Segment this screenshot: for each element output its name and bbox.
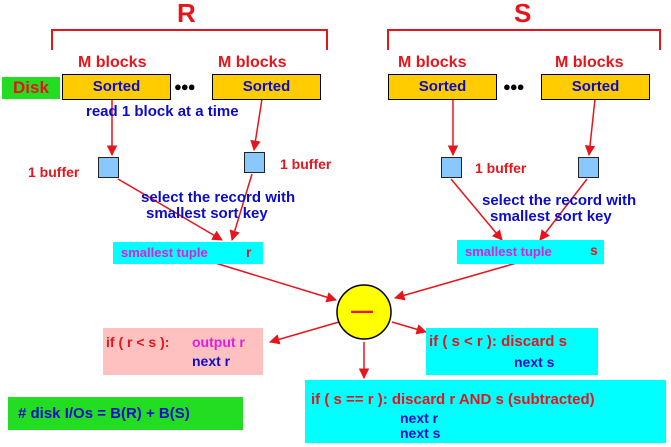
outcome-greater-box: if ( s < r ): discard s next s	[426, 328, 598, 375]
arrow-s-block2-buffer	[584, 98, 596, 157]
s-ellipsis: ●●●	[503, 79, 525, 94]
arrow-r-buf2-tuple	[229, 173, 253, 242]
outcome-less-box: if ( r < s ): output r next r	[103, 328, 263, 375]
s-var: s	[590, 242, 598, 258]
outcome-equal-next2: next s	[400, 425, 441, 441]
r-buffer-2-label: 1 buffer	[280, 156, 332, 172]
relation-s-title: S	[514, 0, 532, 28]
r-select-line2: smallest sort key	[146, 205, 268, 222]
outcome-equal-box: if ( s == r ): discard r AND s (subtract…	[305, 380, 666, 443]
s-sorted-block-1: Sorted	[388, 74, 497, 100]
r-ellipsis: ●●●	[174, 79, 196, 94]
outcome-less-next: next r	[192, 353, 231, 369]
s-smallest-tuple-box: smallest tuple s	[457, 240, 604, 264]
s-select-line1: select the record with	[482, 192, 637, 209]
s-buffer-2	[578, 157, 599, 178]
r-sorted-block-1: Sorted	[62, 74, 171, 100]
s-select-line2: smallest sort key	[490, 208, 612, 225]
outcome-less-action: output r	[192, 334, 245, 350]
r-smallest-tuple-box: smallest tuple r	[113, 242, 263, 264]
s-sorted-block-2: Sorted	[541, 74, 650, 100]
r-block2-label: M blocks	[218, 54, 287, 71]
s-bracket	[387, 29, 661, 50]
r-smallest-tuple-label: smallest tuple	[121, 245, 208, 260]
arrow-s-tuple-op	[393, 261, 521, 301]
outcome-greater-cond: if ( s < r ): discard s	[429, 333, 567, 350]
outcome-equal-cond: if ( s == r ): discard r AND s (subtract…	[311, 391, 595, 408]
s-buffer-1	[441, 157, 462, 178]
outcome-equal-next1: next r	[400, 410, 439, 426]
cost-formula: # disk I/Os = B(R) + B(S)	[18, 405, 190, 422]
outcome-greater-next: next s	[514, 354, 555, 370]
arrow-op-less	[268, 321, 340, 345]
r-select-line1: select the record with	[141, 189, 296, 206]
arrow-r-block2-buffer	[250, 98, 263, 152]
arrow-r-tuple-op	[211, 261, 338, 303]
s-smallest-tuple-label: smallest tuple	[465, 244, 552, 259]
s-block2-label: M blocks	[555, 54, 624, 71]
disk-label: Disk	[2, 77, 60, 99]
r-block1-label: M blocks	[78, 54, 147, 71]
outcome-less-cond: if ( r < s ):	[106, 334, 170, 350]
r-bracket	[51, 29, 328, 50]
arrow-s-buf1-tuple	[450, 178, 503, 241]
s-buffer-1-label: 1 buffer	[475, 160, 527, 176]
operator-symbol: —	[351, 298, 373, 323]
cost-formula-box: # disk I/Os = B(R) + B(S)	[8, 397, 243, 430]
relation-r-title: R	[177, 0, 196, 28]
r-buffer-1-label: 1 buffer	[28, 164, 80, 180]
arrow-r-buf1-tuple	[117, 178, 223, 241]
read-label: read 1 block at a time	[86, 103, 239, 120]
s-block1-label: M blocks	[398, 54, 467, 71]
arrow-op-greater	[391, 321, 428, 335]
r-sorted-block-2: Sorted	[212, 74, 321, 100]
operator-circle	[336, 284, 392, 340]
r-buffer-1	[98, 157, 119, 178]
r-buffer-2	[244, 152, 265, 173]
arrow-s-buf2-tuple	[539, 178, 588, 241]
r-var: r	[246, 244, 252, 260]
